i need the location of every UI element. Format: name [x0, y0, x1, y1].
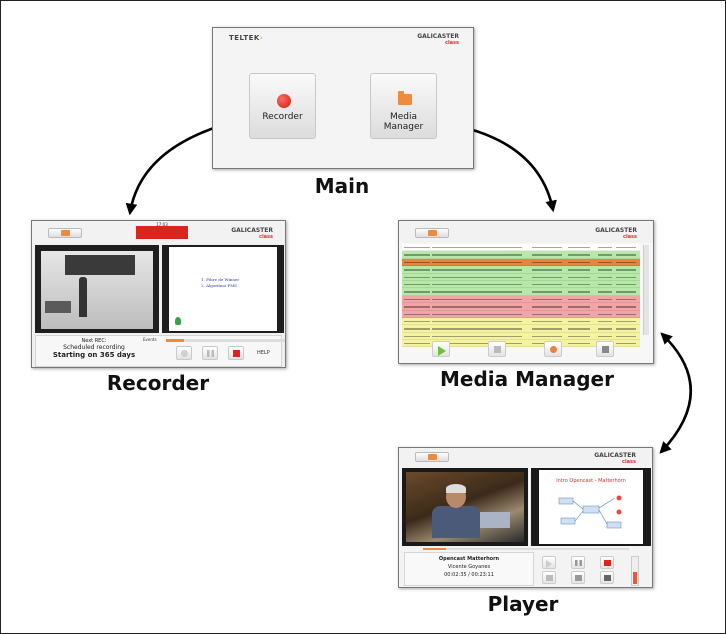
pause-icon	[207, 350, 214, 357]
ingest-icon	[575, 575, 582, 581]
media-manager-button-label: Media Manager	[383, 112, 424, 132]
play-button[interactable]	[542, 556, 556, 569]
stop-icon	[604, 560, 611, 566]
events-label: Events	[143, 337, 157, 342]
play-icon	[546, 560, 552, 568]
slides-video: Intro Opencast - Matterhorn	[531, 468, 651, 546]
delete-icon	[602, 346, 609, 353]
table-row[interactable]	[402, 310, 640, 318]
slide-title: Intro Opencast - Matterhorn	[556, 478, 626, 484]
player-caption: Player	[487, 592, 559, 616]
recordings-table	[402, 244, 640, 348]
pause-button[interactable]	[571, 556, 585, 569]
arrow-main-media-manager	[455, 122, 557, 213]
table-row[interactable]	[402, 325, 640, 333]
stop-button[interactable]	[228, 346, 244, 360]
playback-progress-bar[interactable]	[423, 548, 629, 550]
edit-icon	[546, 575, 553, 581]
table-row[interactable]	[402, 280, 640, 289]
record-icon	[277, 94, 291, 108]
slide-line-2: 2. Algoritmo PMS	[201, 283, 238, 288]
folder-icon	[61, 230, 70, 236]
stop-button[interactable]	[600, 556, 614, 569]
teltek-logo: TELTEK›	[229, 34, 264, 42]
volume-slider[interactable]	[631, 556, 639, 586]
media-manager-button[interactable]: Media Manager	[370, 73, 437, 139]
table-row[interactable]	[402, 244, 640, 252]
playback-time: 00:02:35 / 00:23:11	[444, 572, 494, 578]
media-manager-actions	[402, 337, 650, 363]
pause-button[interactable]	[202, 346, 218, 360]
table-row[interactable]	[402, 258, 640, 267]
ingest-button[interactable]	[571, 571, 585, 584]
table-row[interactable]	[402, 303, 640, 311]
back-button[interactable]	[415, 452, 449, 462]
folder-icon	[398, 91, 412, 105]
table-row[interactable]	[402, 317, 640, 326]
back-button[interactable]	[415, 228, 449, 238]
back-button[interactable]	[48, 228, 82, 238]
recorder-button-label: Recorder	[262, 112, 303, 122]
help-button[interactable]: HELP	[257, 350, 270, 356]
table-row[interactable]	[402, 273, 640, 281]
media-manager-caption: Media Manager	[440, 367, 614, 391]
arrow-media-manager-player	[659, 332, 692, 454]
recorder-button[interactable]: Recorder	[249, 73, 316, 139]
edit-button[interactable]	[542, 571, 556, 584]
folder-icon	[428, 454, 437, 460]
play-button[interactable]	[432, 341, 450, 357]
scheduled-label: Scheduled recording	[63, 344, 125, 351]
table-row[interactable]	[402, 251, 640, 259]
events-progress-bar	[166, 339, 285, 342]
camera-video	[402, 468, 528, 546]
pause-icon	[575, 560, 582, 566]
record-icon	[181, 350, 188, 357]
slide-diagram	[558, 495, 622, 529]
table-scrollbar[interactable]	[643, 245, 649, 335]
play-icon	[438, 346, 446, 356]
table-row[interactable]	[402, 295, 640, 304]
table-row[interactable]	[402, 332, 640, 341]
record-button[interactable]	[176, 346, 192, 360]
slide-line-1: 1. Fibre de Winner	[201, 277, 240, 282]
delete-button[interactable]	[600, 571, 614, 584]
recording-author: Vicente Goyanes	[447, 564, 491, 570]
slide-logo	[175, 317, 181, 325]
recording-timer: 17:03	[156, 222, 168, 227]
recording-title: Opencast Matterhorn	[438, 556, 500, 562]
folder-icon	[428, 230, 437, 236]
stop-icon	[233, 350, 240, 357]
edit-icon	[494, 346, 501, 353]
ingest-button[interactable]	[544, 341, 562, 357]
next-rec-label: Next REC:	[81, 338, 107, 344]
playback-info: Opencast Matterhorn Vicente Goyanes 00:0…	[404, 552, 534, 586]
ingest-icon	[550, 346, 557, 353]
main-caption: Main	[314, 174, 370, 198]
arrow-main-recorder	[125, 121, 229, 216]
camera-preview	[35, 245, 159, 333]
recorder-caption: Recorder	[106, 371, 210, 395]
recording-status-bar	[136, 226, 188, 239]
starting-label: Starting on 365 days	[52, 351, 136, 359]
table-row[interactable]	[402, 288, 640, 296]
next-recording-info: Next REC: Scheduled recording Starting o…	[36, 338, 152, 359]
edit-button[interactable]	[488, 341, 506, 357]
recorder-control-bar: Next REC: Scheduled recording Starting o…	[35, 335, 285, 367]
table-row[interactable]	[402, 266, 640, 274]
screen-preview: 1. Fibre de Winner 2. Algoritmo PMS	[162, 245, 284, 333]
delete-button[interactable]	[596, 341, 614, 357]
delete-icon	[604, 575, 611, 581]
